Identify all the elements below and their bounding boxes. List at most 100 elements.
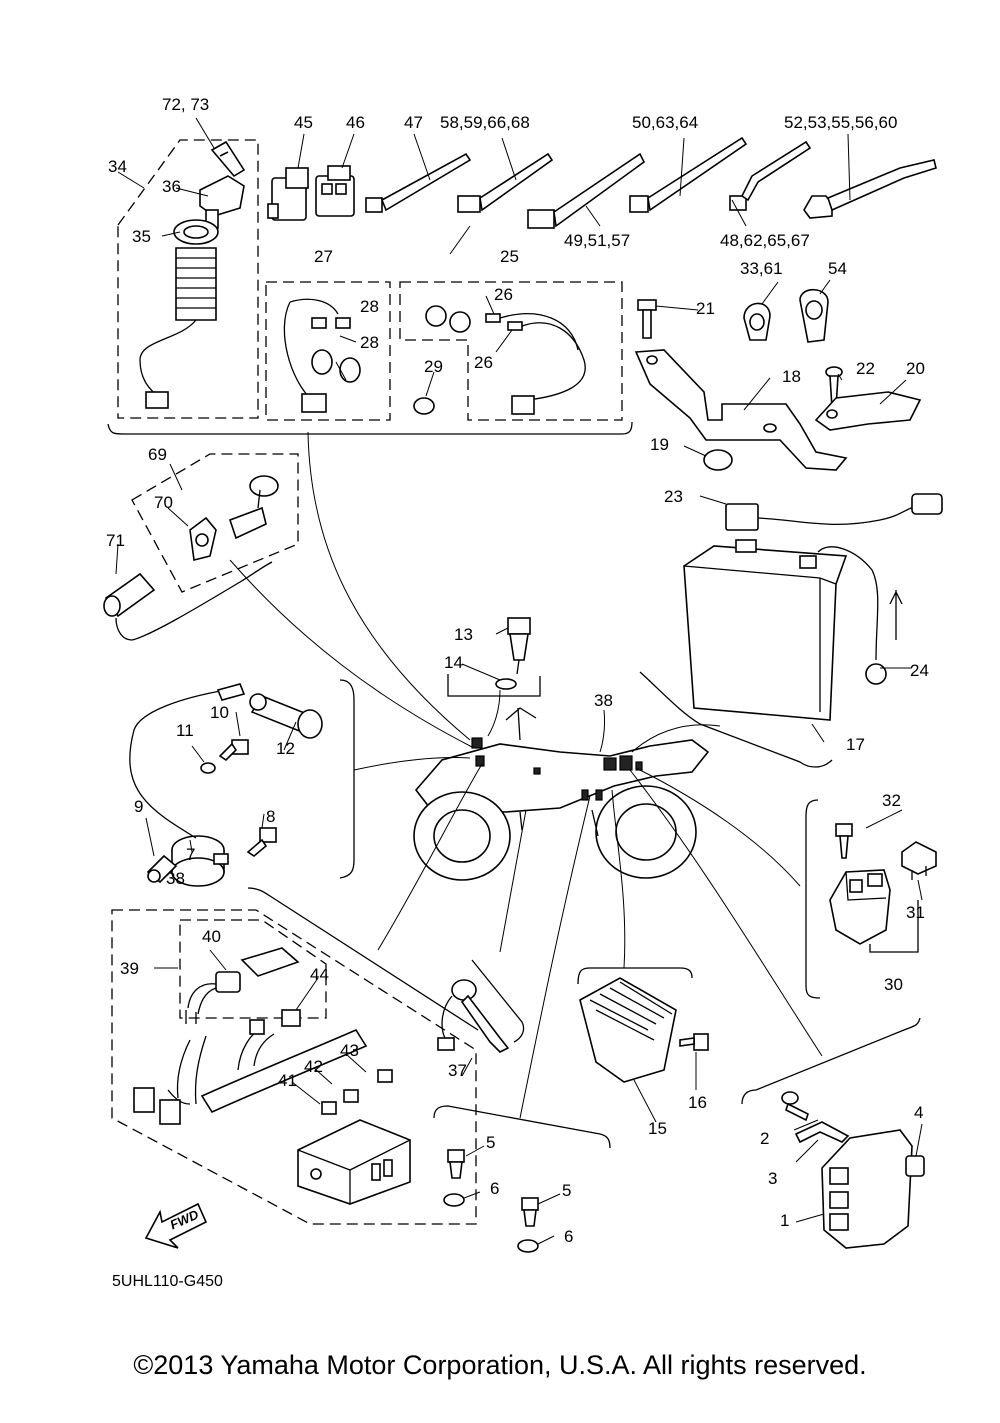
- harness-39: [133, 1019, 368, 1125]
- callout-28a: 28: [360, 297, 379, 316]
- callout-5b: 5: [562, 1181, 571, 1200]
- bolt-32: [835, 823, 853, 859]
- bracket-20: [814, 391, 922, 431]
- callout-33-61: 33,61: [740, 259, 783, 278]
- callout-1: 1: [780, 1211, 789, 1230]
- clamp-band-52: [803, 159, 937, 219]
- relay-40: [185, 947, 300, 1024]
- switch-13: [507, 617, 531, 675]
- fuse-box: [297, 1119, 411, 1205]
- callout-6a: 6: [490, 1179, 499, 1198]
- callout-19: 19: [650, 435, 669, 454]
- fuse-43: [377, 1069, 393, 1083]
- callout-42: 42: [304, 1057, 323, 1076]
- callout-35: 35: [132, 227, 151, 246]
- clamp-3: [794, 1121, 850, 1144]
- callout-30: 30: [884, 975, 903, 994]
- callout-45: 45: [294, 113, 313, 132]
- callout-16: 16: [688, 1093, 707, 1112]
- callout-8: 8: [266, 807, 275, 826]
- plug-cap-12: [249, 693, 323, 739]
- callout-7: 7: [186, 845, 195, 864]
- callout-15: 15: [648, 1119, 667, 1138]
- callout-6b: 6: [564, 1227, 573, 1246]
- starter-relay: [829, 869, 891, 945]
- callout-31: 31: [906, 903, 925, 922]
- callout-70: 70: [154, 493, 173, 512]
- nut-35: [173, 219, 219, 245]
- grommet-29: [413, 397, 435, 415]
- connector-4: [905, 1155, 925, 1177]
- battery-lead-24: [817, 546, 903, 685]
- bracket-18: [634, 349, 848, 471]
- cable-tie-47: [365, 152, 472, 213]
- callout-22: 22: [856, 359, 875, 378]
- bolt-5a: [447, 1149, 465, 1179]
- callout-38a: 38: [594, 691, 613, 710]
- washer-6b: [517, 1239, 539, 1253]
- cdi-unit-1: [821, 1129, 913, 1249]
- cable-tie-49-51-57: [527, 152, 646, 229]
- callout-20: 20: [906, 359, 925, 378]
- callout-46: 46: [346, 113, 365, 132]
- switch-37: [437, 979, 510, 1053]
- rectifier-15: [579, 977, 677, 1083]
- callout-43: 43: [340, 1041, 359, 1060]
- callout-17: 17: [846, 735, 865, 754]
- callout-3: 3: [768, 1169, 777, 1188]
- callout-23: 23: [664, 487, 683, 506]
- callout-29: 29: [424, 357, 443, 376]
- callout-69: 69: [148, 445, 167, 464]
- callout-9: 9: [134, 797, 143, 816]
- callout-54: 54: [828, 259, 847, 278]
- dc-socket: [228, 475, 279, 540]
- callout-25: 25: [500, 247, 519, 266]
- callout-10: 10: [210, 703, 229, 722]
- callout-44: 44: [310, 965, 329, 984]
- fuse-31: [901, 841, 937, 880]
- socket-cord-27: [283, 298, 361, 413]
- damper-19: [703, 449, 733, 471]
- callout-49-51-57: 49,51,57: [564, 231, 630, 250]
- key-72-73: [210, 140, 246, 178]
- washer-6a: [443, 1193, 465, 1207]
- cable-tie-50-63-64: [629, 136, 748, 213]
- callout-52-53-55-56-60: 52,53,55,56,60: [784, 113, 897, 132]
- callout-37: 37: [448, 1061, 467, 1080]
- cable-tie-58-59-66-68: [457, 152, 554, 213]
- callout-34: 34: [108, 157, 127, 176]
- battery-17: [683, 539, 848, 721]
- callout-11: 11: [176, 721, 194, 740]
- cap-71: [103, 572, 156, 618]
- callout-32: 32: [882, 791, 901, 810]
- callout-28b: 28: [360, 333, 379, 352]
- clamp-54: [799, 288, 829, 343]
- bolt-21: [637, 299, 657, 339]
- part-code: 5UHL110-G450: [112, 1273, 223, 1290]
- callout-40: 40: [202, 927, 221, 946]
- cable-tie-48-62-65-67: [729, 140, 812, 211]
- callout-50-63-64: 50,63,64: [632, 113, 698, 132]
- connector-45: [267, 167, 309, 221]
- callout-26a: 26: [494, 285, 513, 304]
- callout-24: 24: [910, 661, 929, 680]
- connector-44: [281, 1009, 301, 1027]
- callout-39: 39: [120, 959, 139, 978]
- collar-9: [146, 854, 178, 884]
- key-cap-36: [199, 175, 245, 229]
- clamp-33-61: [743, 302, 771, 341]
- callout-18: 18: [782, 367, 801, 386]
- callout-13: 13: [454, 625, 473, 644]
- copyright-notice: ©2013 Yamaha Motor Corporation, U.S.A. A…: [133, 1350, 866, 1380]
- fuse-41: [321, 1101, 337, 1115]
- socket-cord-25: [425, 305, 586, 415]
- ignition-coil-7: [129, 689, 229, 887]
- battery-cable-23: [725, 493, 943, 531]
- socket-70: [189, 516, 217, 561]
- washer-14: [495, 678, 517, 690]
- atv-illustration: [413, 707, 710, 881]
- fuse-42: [343, 1089, 359, 1103]
- callout-47: 47: [404, 113, 423, 132]
- callout-4: 4: [914, 1103, 923, 1122]
